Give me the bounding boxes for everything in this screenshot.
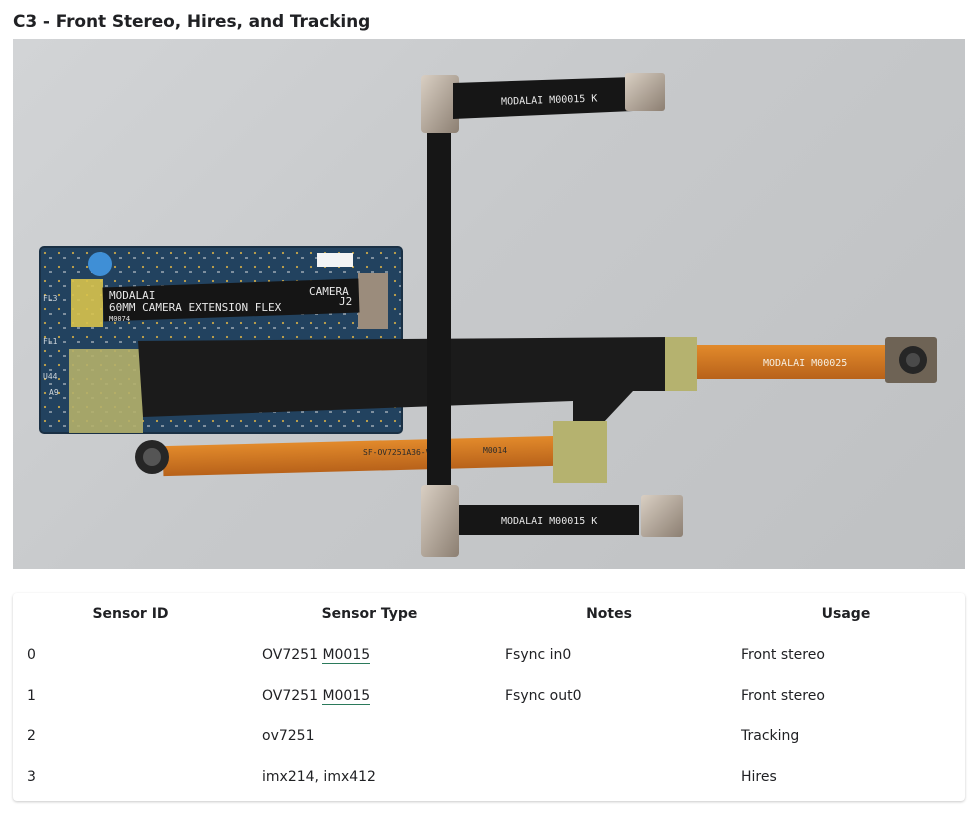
cell-notes — [491, 757, 727, 798]
cell-sensor-id: 3 — [27, 768, 36, 785]
pcb-mark: FL3 — [43, 294, 58, 303]
cell-notes: Fsync out0 — [505, 687, 582, 704]
header-notes: Notes — [586, 606, 632, 622]
header-usage: Usage — [821, 606, 871, 622]
top-stereo-flex: MODALAI M00015 K — [453, 73, 665, 119]
flex-right-label: MODALAI M00025 — [763, 358, 847, 369]
m0015-link[interactable]: M0015 — [322, 687, 371, 705]
cell-usage: Front stereo — [741, 687, 825, 704]
cell-sensor-type: OV7251 M0015 — [248, 676, 491, 717]
flex-top-label: MODALAI M00015 K — [501, 93, 598, 107]
cell-sensor-id: 0 — [27, 647, 36, 664]
cell-usage: Tracking — [741, 728, 800, 745]
table-row: 2 ov7251 Tracking — [13, 716, 965, 757]
board-label-line1: MODALAI — [109, 289, 155, 302]
camera-hardware-photo: FL3 U44 FL1 A9 MODALAI 60MM CAMERA EXTEN… — [13, 39, 965, 569]
cell-sensor-id: 2 — [27, 728, 36, 745]
cell-notes — [491, 716, 727, 757]
sensor-table-card: Sensor ID Sensor Type Notes Usage 0 OV72… — [13, 593, 965, 801]
left-orange-flex: SF-OV7251A36-V1.0 M0014 — [135, 435, 559, 477]
photo-illustration: FL3 U44 FL1 A9 MODALAI 60MM CAMERA EXTEN… — [39, 73, 937, 557]
flex-bottom-label: MODALAI M00015 K — [501, 516, 597, 527]
right-orange-flex: MODALAI M00025 — [665, 337, 937, 391]
header-sensor-id: Sensor ID — [92, 606, 169, 622]
sensor-table: Sensor ID Sensor Type Notes Usage 0 OV72… — [13, 593, 965, 797]
main-black-flex — [138, 337, 673, 423]
board-part: M0074 — [109, 315, 130, 323]
cell-sensor-type: ov7251 — [262, 728, 315, 745]
bottom-stereo-flex: MODALAI M00015 K — [459, 495, 683, 537]
flex-left-part: M0014 — [483, 446, 507, 455]
cell-sensor-id: 1 — [27, 687, 36, 704]
pcb-mark: FL1 — [43, 337, 58, 346]
sensor-type-text: OV7251 — [262, 687, 323, 704]
camera-label: CAMERA — [309, 285, 349, 298]
table-row: 3 imx214, imx412 Hires — [13, 757, 965, 798]
page-title: C3 - Front Stereo, Hires, and Tracking — [13, 12, 371, 32]
flex-left-label: SF-OV7251A36-V1.0 — [363, 448, 445, 457]
cell-usage: Front stereo — [741, 647, 825, 664]
sensor-type-text: OV7251 — [262, 647, 323, 664]
table-row: 0 OV7251 M0015 Fsync in0 Front stereo — [13, 635, 965, 676]
cell-sensor-type: OV7251 M0015 — [248, 635, 491, 676]
vertical-black-flex — [421, 75, 607, 557]
table-header-row: Sensor ID Sensor Type Notes Usage — [13, 593, 965, 635]
pcb-mark: U44 — [43, 372, 58, 381]
cell-sensor-type: imx214, imx412 — [262, 768, 376, 785]
header-sensor-type: Sensor Type — [321, 606, 418, 622]
cell-usage: Hires — [741, 768, 777, 785]
pcb-mark: A9 — [49, 388, 59, 397]
camera-connector: J2 — [339, 295, 352, 308]
board-label-strip: MODALAI 60MM CAMERA EXTENSION FLEX M0074… — [102, 278, 360, 323]
table-row: 1 OV7251 M0015 Fsync out0 Front stereo — [13, 676, 965, 717]
cell-notes: Fsync in0 — [505, 647, 572, 664]
board-label-line2: 60MM CAMERA EXTENSION FLEX — [109, 301, 282, 314]
m0015-link[interactable]: M0015 — [322, 647, 371, 665]
